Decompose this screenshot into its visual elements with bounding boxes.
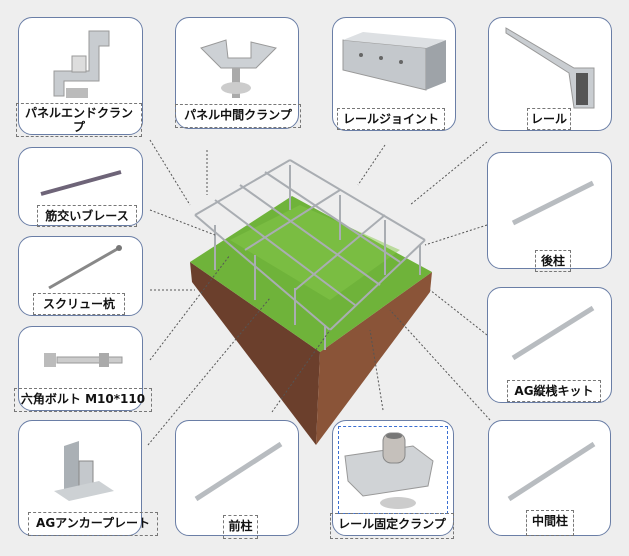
rail-image xyxy=(505,27,595,109)
mount-structure xyxy=(194,159,426,350)
label-back-post: 後柱 xyxy=(535,250,571,272)
card-ag-anchor-plate xyxy=(18,420,142,536)
label-panel-mid-clamp: パネル中間クランプ xyxy=(175,104,301,128)
label-panel-end-clamp: パネルエンドクランプ xyxy=(16,103,142,137)
ag-kit-image xyxy=(511,305,595,361)
soil-left-side xyxy=(190,262,320,445)
label-hex-bolt: 六角ボルト M10*110 xyxy=(14,388,152,412)
card-front-post xyxy=(175,420,299,536)
brace-image xyxy=(40,170,122,196)
label-screw-pile: スクリュー杭 xyxy=(33,293,125,315)
card-panel-end-clamp xyxy=(18,17,143,135)
card-screw-pile xyxy=(18,236,143,316)
card-rail-joint xyxy=(332,17,456,131)
hex-bolt-image xyxy=(44,353,123,367)
leader-lines xyxy=(147,139,491,446)
card-rail-fixing-clamp xyxy=(332,420,454,536)
label-rail-joint: レールジョイント xyxy=(337,108,445,130)
back-post-image xyxy=(511,180,595,226)
label-brace: 筋交いブレース xyxy=(37,205,137,227)
card-hex-bolt xyxy=(18,326,143,411)
card-back-post xyxy=(487,152,612,269)
label-front-post: 前柱 xyxy=(223,515,258,539)
label-ag-anchor-plate: AGアンカープレート xyxy=(28,512,158,536)
label-ag-kit: AG縦桟キット xyxy=(507,380,601,402)
label-middle-post: 中間柱 xyxy=(526,510,574,536)
panel-mid-clamp-image xyxy=(200,39,277,98)
card-middle-post xyxy=(488,420,611,536)
rail-fixing-clamp-image xyxy=(344,432,434,509)
label-rail: レール xyxy=(527,108,571,130)
rail-joint-image xyxy=(342,32,446,91)
label-rail-fixing-clamp: レール固定クランプ xyxy=(330,513,454,539)
panel-end-clamp-image xyxy=(53,30,110,98)
card-rail xyxy=(488,17,612,131)
screw-pile-image xyxy=(48,245,122,290)
ag-anchor-plate-image xyxy=(54,441,114,501)
front-post-image xyxy=(194,441,283,502)
card-panel-mid-clamp xyxy=(175,17,299,129)
soil-right-side xyxy=(316,272,432,445)
card-brace xyxy=(18,147,143,226)
middle-post-image xyxy=(507,441,596,502)
